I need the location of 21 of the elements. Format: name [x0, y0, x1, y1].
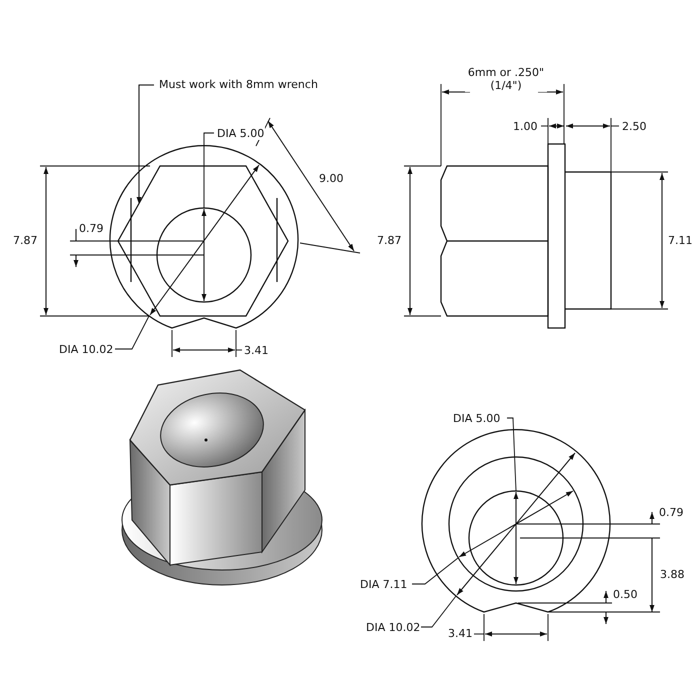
- dimension-text: 0.79: [78, 222, 104, 235]
- leader-line: [136, 84, 154, 204]
- dimension-text: 0.79: [658, 506, 684, 519]
- dimension-text: 6mm or .250" (1/4"): [465, 66, 547, 92]
- dimension-text: 3.41: [447, 627, 474, 640]
- dimension-text: 7.87: [12, 234, 38, 247]
- dimension-text: DIA 10.02: [58, 343, 114, 356]
- dimension-text: DIA 7.11: [359, 578, 408, 591]
- dimension-text: 0.50: [612, 588, 638, 601]
- dimension-text: DIA 5.00: [216, 127, 266, 140]
- dimension-text: 7.11: [667, 234, 694, 247]
- hex-outline: [117, 165, 289, 317]
- dimension-text: 3.88: [659, 568, 686, 581]
- dimension-text: 9.00: [318, 172, 344, 185]
- dimension-text: 3.41: [243, 344, 270, 357]
- dimension-text: 1.00: [512, 120, 538, 133]
- dimension-text: 7.87: [376, 234, 402, 247]
- note-text: Must work with 8mm wrench: [158, 78, 319, 91]
- dimension-text: 2.50: [621, 120, 648, 133]
- dimension-text: DIA 5.00: [452, 412, 502, 425]
- dimension-text: DIA 10.02: [365, 621, 422, 634]
